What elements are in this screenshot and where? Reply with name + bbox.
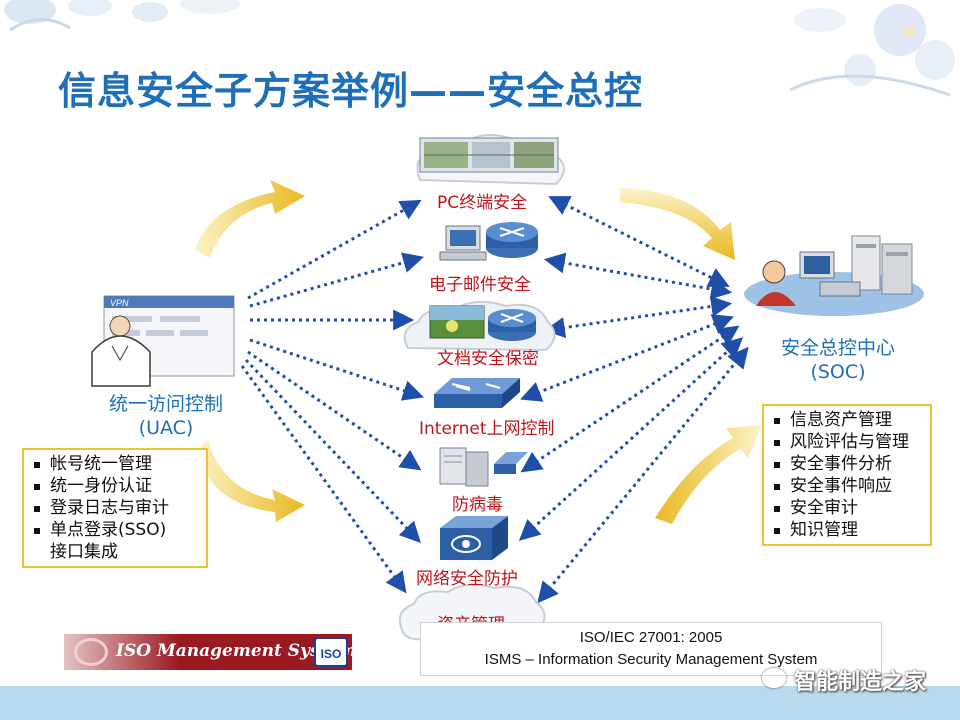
floral-decoration-left [4, 0, 240, 32]
arrow-soc-network [518, 337, 744, 541]
node-label-document: 文档安全保密 [437, 349, 539, 369]
arrow-uac-antivirus [247, 350, 422, 471]
iso-standard-box: ISO/IEC 27001: 2005 ISMS – Information S… [420, 622, 882, 676]
wechat-icon [762, 668, 786, 688]
list-item: 登录日志与审计 [32, 497, 198, 519]
soc-label: 安全总控中心 (SOC) [768, 336, 908, 384]
soc-feature-box: 信息资产管理 风险评估与管理 安全事件分析 安全事件响应 安全审计 知识管理 [762, 404, 932, 546]
list-item: 帐号统一管理 [32, 453, 198, 475]
bottom-bar [0, 686, 960, 720]
arrow-soc-asset [537, 346, 749, 604]
node-label-antivirus: 防病毒 [452, 495, 503, 515]
antivirus-icon [439, 447, 528, 487]
list-item: 单点登录(SSO) [32, 519, 198, 541]
internet-control-icon [434, 378, 520, 408]
list-item: 统一身份认证 [32, 475, 198, 497]
iso-banner-text: ISO Management Systems [116, 641, 366, 661]
uac-label: 统一访问控制 (UAC) [96, 392, 236, 440]
list-item: 知识管理 [772, 519, 922, 541]
gold-arrow-top-left [195, 180, 305, 258]
node-label-internet: Internet上网控制 [419, 419, 555, 439]
node-label-pc-terminal: PC终端安全 [437, 193, 528, 213]
node-label-email: 电子邮件安全 [429, 275, 531, 295]
soc-operator-icon [744, 235, 924, 316]
arrow-uac-email [249, 252, 425, 308]
arrow-soc-email [543, 252, 733, 300]
list-item: 风险评估与管理 [772, 431, 922, 453]
list-item: 安全事件分析 [772, 453, 922, 475]
soc-label-abbr: (SOC) [810, 361, 866, 383]
watermark-text: 智能制造之家 [793, 670, 926, 695]
uac-user-icon [91, 295, 235, 387]
arrow-soc-internet [520, 314, 734, 402]
gold-arrow-bottom-left [196, 440, 305, 522]
node-label-network: 网络安全防护 [416, 569, 518, 589]
vpn-screen-header: VPN [110, 298, 129, 308]
iso-badge-icon: ISO [314, 637, 348, 667]
pc-terminal-icon [416, 134, 565, 186]
iso-management-banner: ISO Management Systems ISO [64, 634, 366, 670]
floral-decoration-right [789, 4, 955, 97]
arrow-uac-internet [249, 338, 424, 401]
iso-swirl-icon [74, 638, 108, 666]
gold-arrow-top-right [620, 188, 735, 260]
iso-standard-line1: ISO/IEC 27001: 2005 [579, 629, 723, 646]
arrow-uac-asset [240, 365, 407, 594]
arrow-soc-doc [543, 296, 733, 338]
soc-label-name: 安全总控中心 [780, 337, 895, 359]
arrow-uac-pc [247, 199, 422, 300]
list-item-continuation: 接口集成 [50, 542, 118, 562]
list-item: 信息资产管理 [772, 409, 922, 431]
uac-label-name: 统一访问控制 [108, 393, 223, 415]
gold-arrow-bottom-right [655, 425, 762, 524]
uac-feature-box: 帐号统一管理 统一身份认证 登录日志与审计 单点登录(SSO) 接口集成 [22, 448, 208, 568]
uac-label-abbr: (UAC) [138, 417, 194, 439]
network-security-icon [440, 516, 508, 560]
document-security-icon [403, 300, 556, 352]
email-security-icon [439, 222, 538, 261]
list-item: 安全审计 [772, 497, 922, 519]
page-title: 信息安全子方案举例——安全总控 [58, 69, 644, 113]
iso-standard-line2: ISMS – Information Security Management S… [484, 651, 818, 668]
list-item: 安全事件响应 [772, 475, 922, 497]
